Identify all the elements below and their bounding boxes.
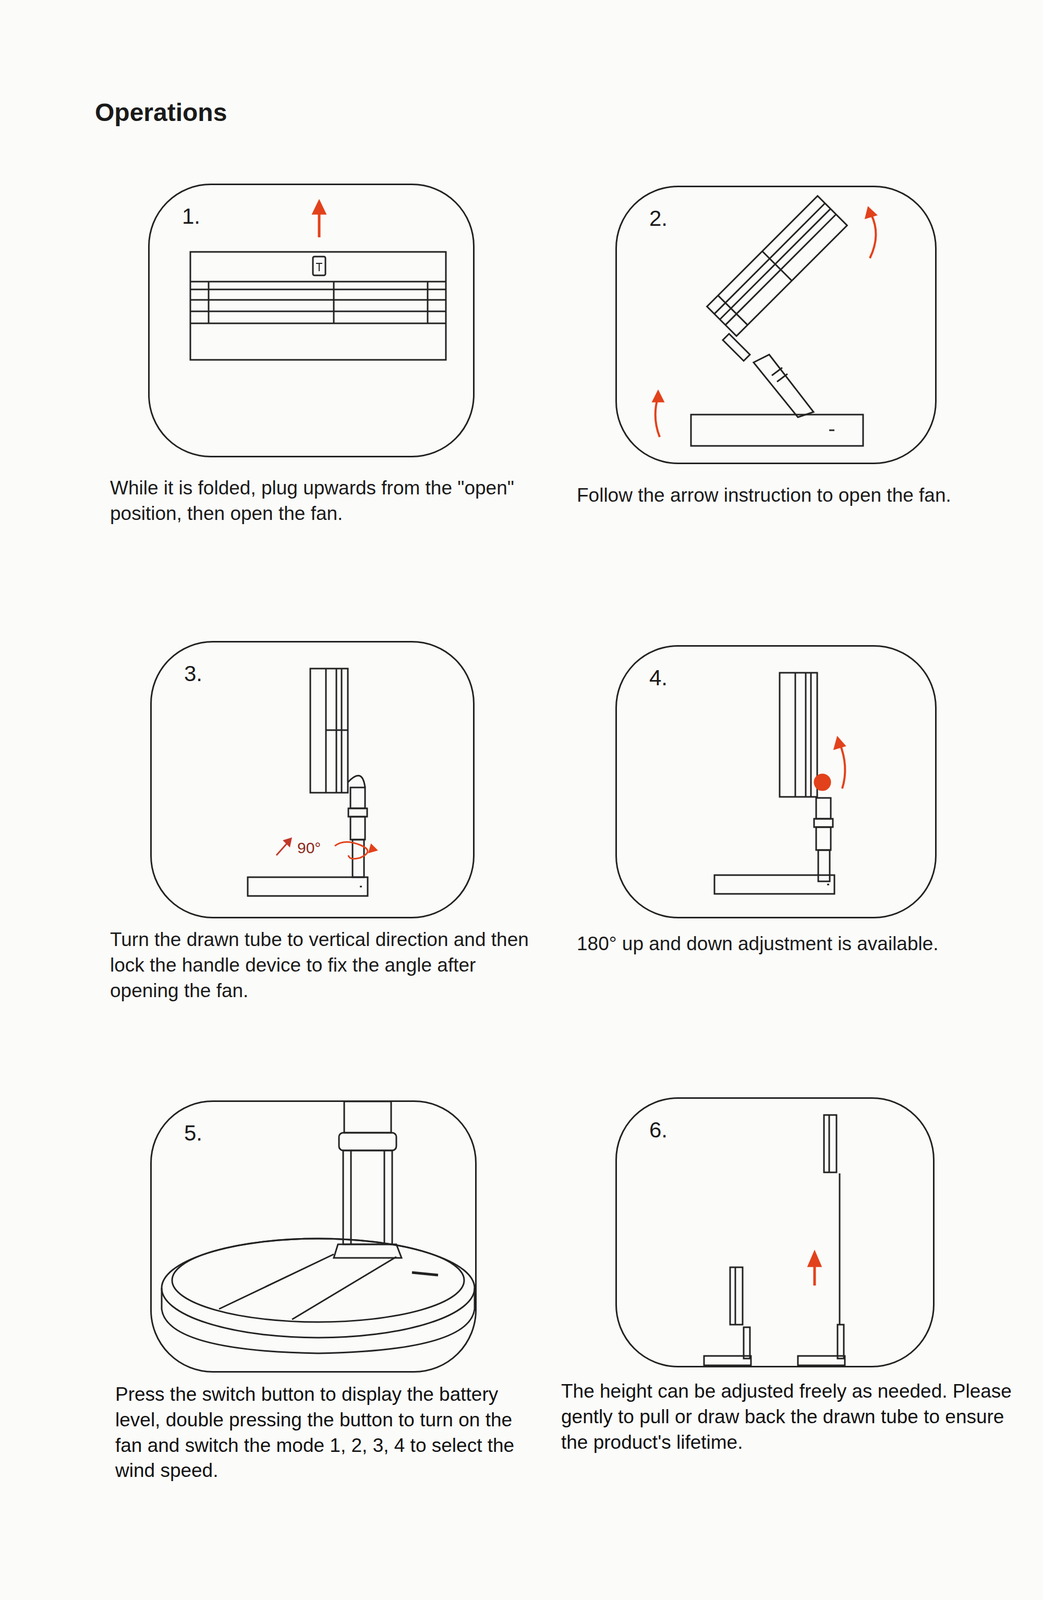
page-title: Operations [94,98,227,127]
step-number: 4. [649,665,668,691]
step-panel: 1. [148,183,475,458]
step-caption: Press the switch button to display the b… [115,1381,533,1484]
height-adjust [704,1114,845,1366]
step-caption: While it is folded, plug upwards from th… [110,475,523,527]
step-caption: The height can be adjusted freely as nee… [561,1378,1021,1455]
upright-fan [247,668,377,896]
step-number: 1. [182,203,201,229]
step-caption: Turn the drawn tube to vertical directio… [110,927,538,1004]
step-number: 3. [184,661,203,687]
folded-fan [190,200,446,360]
step-panel: 3. [150,640,475,919]
step-caption: Follow the arrow instruction to open the… [576,482,1036,509]
step-panel: 2. [615,185,937,465]
step-caption: 180° up and down adjustment is available… [576,931,1036,957]
step-number: 5. [184,1120,203,1146]
base-closeup [161,1101,475,1354]
step-panel: 4. [615,645,937,919]
step-number: 2. [649,205,668,232]
tilt-fan [714,672,845,894]
step-number: 6. [649,1117,668,1143]
step-panel: 5. [150,1100,477,1373]
opening-fan [652,196,877,446]
step-panel: 6. [615,1097,935,1368]
angle-label: 90° [296,837,322,859]
